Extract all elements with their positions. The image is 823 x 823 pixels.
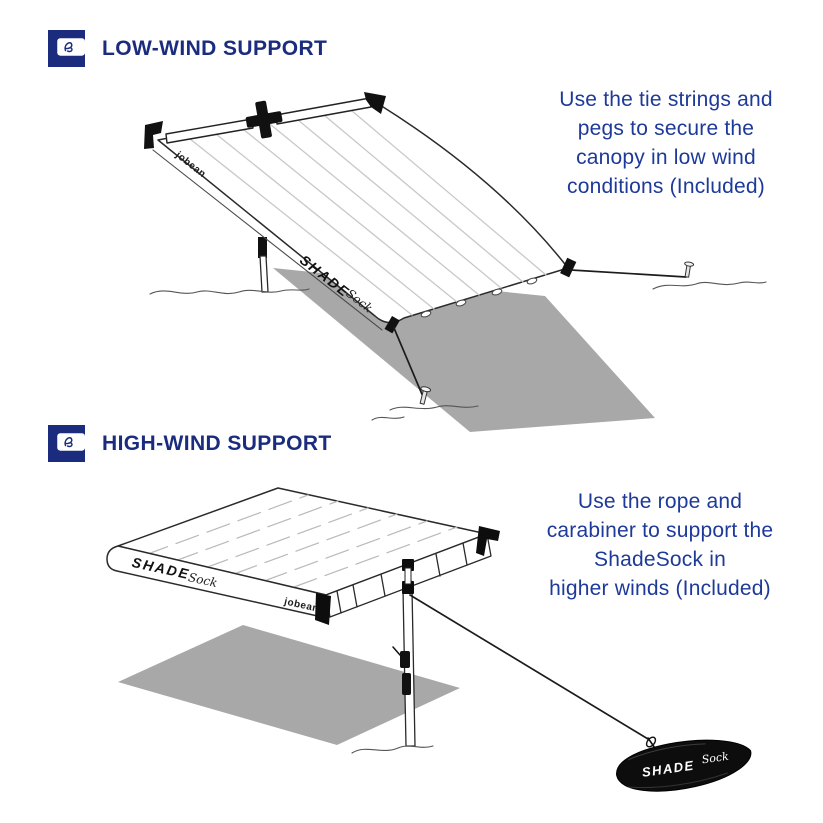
support-pole	[258, 237, 269, 293]
tie-loops	[420, 277, 538, 318]
roller-bar	[144, 92, 386, 149]
note-line: pegs to secure the	[577, 117, 755, 140]
canopy-edge-band	[152, 149, 383, 331]
jobean-logo-icon	[48, 30, 85, 67]
canopy-stripes	[184, 104, 547, 316]
canopy-stripes	[144, 494, 458, 588]
ground-shadow	[118, 625, 460, 745]
tie-string-bottom	[393, 327, 425, 400]
low-wind-section-header: LOW-WIND SUPPORT	[48, 30, 327, 67]
note-line: ShadeSock in	[594, 548, 726, 571]
canopy: SHADE Sock jobean	[106, 487, 500, 625]
ground-lines	[351, 745, 434, 754]
support-pole	[392, 588, 416, 747]
corner-connector-right	[560, 257, 577, 278]
ground-lines	[149, 281, 767, 421]
ground-peg-bottom	[419, 386, 432, 405]
corner-bracket-left	[144, 121, 163, 149]
high-wind-illustration: SHADE Sock jobean	[106, 487, 752, 792]
note-line: carabiner to support the	[546, 519, 774, 542]
note-line: Use the rope and	[577, 490, 743, 513]
instruction-note: Use the rope and carabiner to support th…	[506, 487, 814, 603]
bar-cross-connector	[245, 100, 283, 139]
storage-bag: SHADE Sock	[616, 737, 752, 792]
corner-bracket-right	[364, 92, 386, 114]
instruction-note: Use the tie strings and pegs to secure t…	[516, 85, 816, 201]
note-line: higher winds (Included)	[549, 577, 771, 600]
section-title: LOW-WIND SUPPORT	[102, 36, 328, 60]
corner-bracket-front	[315, 593, 331, 625]
jobean-logo-icon	[48, 425, 85, 462]
high-wind-section-header: HIGH-WIND SUPPORT	[48, 425, 332, 462]
tie-string-right	[570, 269, 687, 278]
bag-brand-sock: Sock	[701, 750, 730, 767]
corner-bracket-right	[476, 526, 500, 556]
corner-connector-bottom	[384, 315, 400, 334]
low-wind-illustration: jobean SHADE Sock	[144, 92, 767, 432]
brand-label-sock: Sock	[187, 570, 219, 590]
note-line: Use the tie strings and	[559, 88, 773, 111]
section-title: HIGH-WIND SUPPORT	[102, 431, 332, 455]
note-line: canopy in low wind	[576, 146, 756, 169]
canopy-valance	[106, 545, 327, 618]
note-line: conditions (Included)	[567, 175, 765, 198]
ground-peg-right	[684, 261, 695, 278]
truss-pole-connector	[402, 559, 414, 594]
support-rope	[409, 594, 649, 740]
bag-brand-shade: SHADE	[641, 758, 696, 780]
